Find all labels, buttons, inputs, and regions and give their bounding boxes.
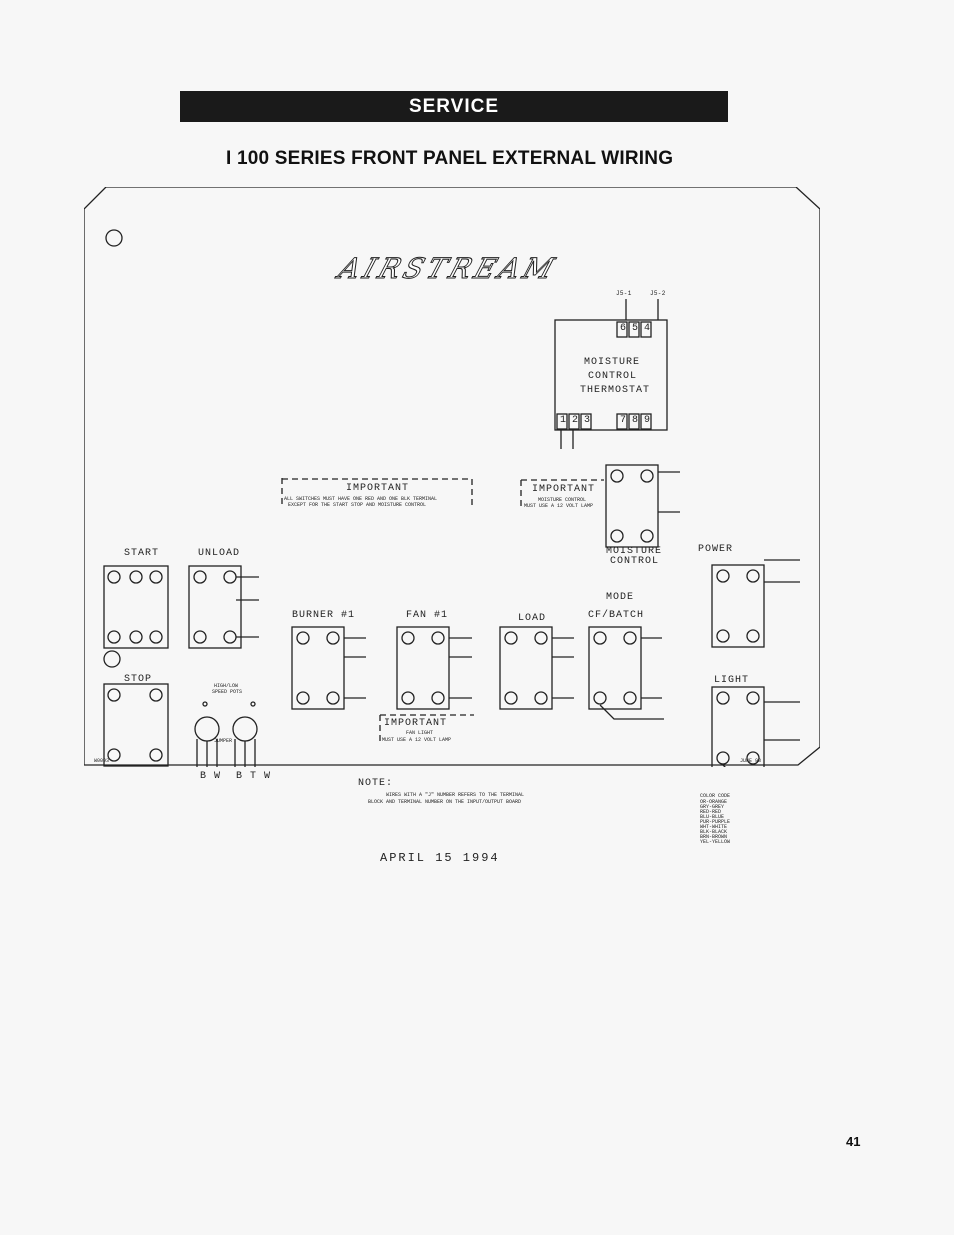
important-moisture-line1: MOISTURE CONTROL (538, 497, 587, 503)
important-main-line1: ALL SWITCHES MUST HAVE ONE RED AND ONE B… (284, 496, 438, 502)
mounting-hole-top (105, 229, 123, 247)
important-main-title: IMPORTANT (346, 483, 410, 494)
important-moisture-title: IMPORTANT (532, 484, 596, 495)
section-banner: SERVICE (180, 91, 728, 122)
color-code-item: BRN-BROWN (700, 834, 728, 840)
important-moisture-line2: MUST USE A 12 VOLT LAMP (524, 503, 594, 509)
load-switch (499, 626, 553, 710)
terminal-3: 3 (584, 415, 592, 426)
unload-label: UNLOAD (198, 548, 241, 559)
important-main-line2: EXCEPT FOR THE START STOP AND MOISTURE C… (288, 502, 427, 508)
mode-switch (588, 626, 642, 710)
mode-label-2: CF/BATCH (588, 610, 645, 621)
power-switch (711, 564, 765, 648)
terminal-6: 6 (620, 323, 628, 334)
thermostat-label-2: CONTROL (588, 371, 638, 382)
speed-pots-title-1: HIGH/LOW (214, 683, 239, 689)
jumper-label: JUMPER (214, 738, 233, 744)
speed-pots-title-2: SPEED POTS (212, 689, 243, 695)
color-code-item: BLU-BLUE (700, 814, 725, 820)
terminal-5: 5 (632, 323, 640, 334)
terminal-4: 4 (644, 323, 652, 334)
page-number: 41 (846, 1134, 861, 1149)
color-code-item: PUR-PURPLE (700, 819, 731, 825)
burner-switch (291, 626, 345, 710)
wiring-diagram-drawing (84, 187, 820, 767)
airstream-logo: AIRSTREAM (334, 252, 563, 286)
pot-right (232, 716, 258, 742)
light-switch (711, 686, 765, 767)
diagram-date: APRIL 15 1994 (380, 851, 500, 865)
wire-label-j5-2: J5-2 (650, 290, 666, 297)
light-label: LIGHT (714, 675, 750, 686)
color-code-item: OR-ORANGE (700, 799, 728, 805)
mounting-hole-bottom (103, 650, 121, 668)
moisture-control-label-2: CONTROL (610, 556, 660, 567)
load-label: LOAD (518, 613, 547, 624)
thermostat-label-1: MOISTURE (584, 357, 641, 368)
moisture-control-label-1: MOISTURE (606, 546, 663, 557)
pot-left-label: B W (200, 771, 222, 782)
terminal-8: 8 (632, 415, 640, 426)
start-switch (103, 565, 169, 649)
drawing-number: W0093 (94, 758, 110, 764)
start-label: START (124, 548, 160, 559)
note-line2: BLOCK AND TERMINAL NUMBER ON THE INPUT/O… (368, 799, 522, 805)
important-fan-line2: MUST USE A 12 VOLT LAMP (382, 737, 452, 743)
fan-switch (396, 626, 450, 710)
note-line1: WIRES WITH A "J" NUMBER REFERS TO THE TE… (386, 792, 525, 798)
thermostat-box (554, 319, 668, 431)
color-code-item: BLK-BLACK (700, 829, 728, 835)
burner-label: BURNER #1 (292, 610, 356, 621)
power-label: POWER (698, 544, 734, 555)
color-code-item: GRY-GREY (700, 804, 725, 810)
wiring-diagram: AIRSTREAM J5-1 J5-2 MOISTURE CONTROL THE… (84, 187, 820, 865)
panel-border (84, 187, 820, 766)
important-fan-title: IMPORTANT (384, 718, 448, 729)
mode-label-1: MODE (606, 592, 635, 603)
terminal-1: 1 (560, 415, 568, 426)
pot-right-label: B T W (236, 771, 272, 782)
wire-label-j5-1: J5-1 (616, 290, 632, 297)
note-title: NOTE: (358, 778, 394, 789)
unload-switch (188, 565, 242, 649)
terminal-7: 7 (620, 415, 628, 426)
thermostat-label-3: THERMOSTAT (580, 385, 651, 396)
fan-label: FAN #1 (406, 610, 449, 621)
important-fan-line1: FAN LIGHT (406, 730, 434, 736)
color-code-item: WHT-WHITE (700, 824, 728, 830)
moisture-control-switch (605, 464, 659, 548)
color-code-item: YEL-YELLOW (700, 839, 731, 845)
stop-label: STOP (124, 674, 153, 685)
terminal-2: 2 (572, 415, 580, 426)
color-code-title: COLOR CODE (700, 793, 731, 799)
terminal-9: 9 (644, 415, 652, 426)
stop-switch (103, 683, 169, 767)
color-code-item: RED-RED (700, 809, 722, 815)
page-title: I 100 SERIES FRONT PANEL EXTERNAL WIRING (226, 148, 674, 169)
revision-label: JUNE 93 (740, 758, 762, 764)
